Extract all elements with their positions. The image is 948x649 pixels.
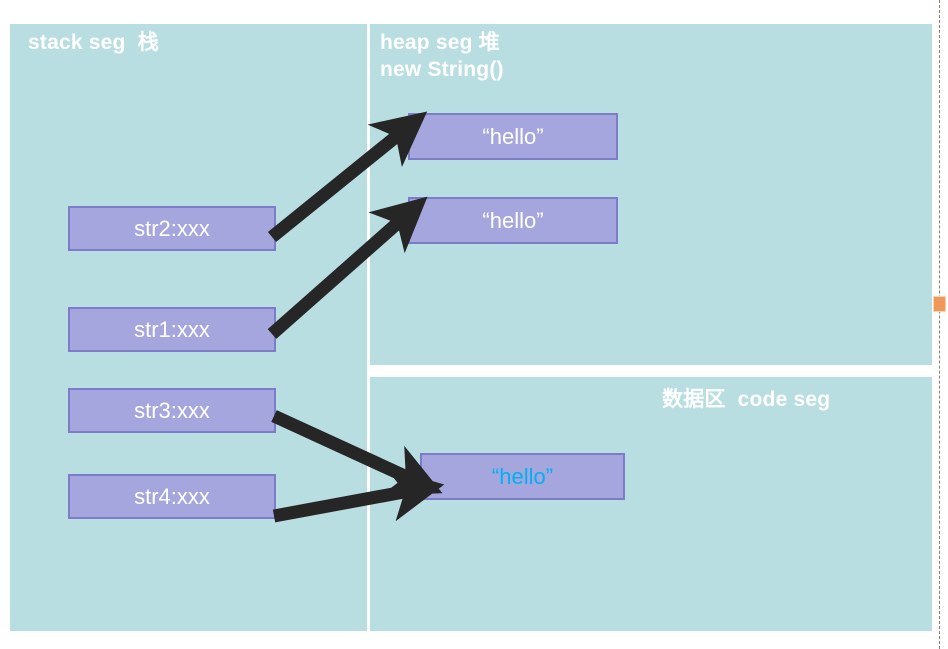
code-segment-literal-box: “hello” <box>420 453 625 500</box>
stack-segment-title: stack seg 栈 <box>28 31 159 54</box>
slide-guide-line <box>939 0 940 649</box>
stack-variable-box-str1: str1:xxx <box>68 307 276 352</box>
stack-variable-box-str4: str4:xxx <box>68 474 276 519</box>
code-segment-title: 数据区 code seg <box>662 388 831 411</box>
heap-segment-panel <box>370 24 932 365</box>
heap-object-box-1: “hello” <box>408 113 618 160</box>
stack-variable-box-str2: str2:xxx <box>68 206 276 251</box>
slide-guide-handle[interactable] <box>933 296 946 312</box>
stack-variable-box-str3: str3:xxx <box>68 388 276 433</box>
heap-segment-title: heap seg 堆 new String() <box>380 31 504 81</box>
heap-object-box-2: “hello” <box>408 197 618 244</box>
code-segment-panel <box>370 377 932 631</box>
